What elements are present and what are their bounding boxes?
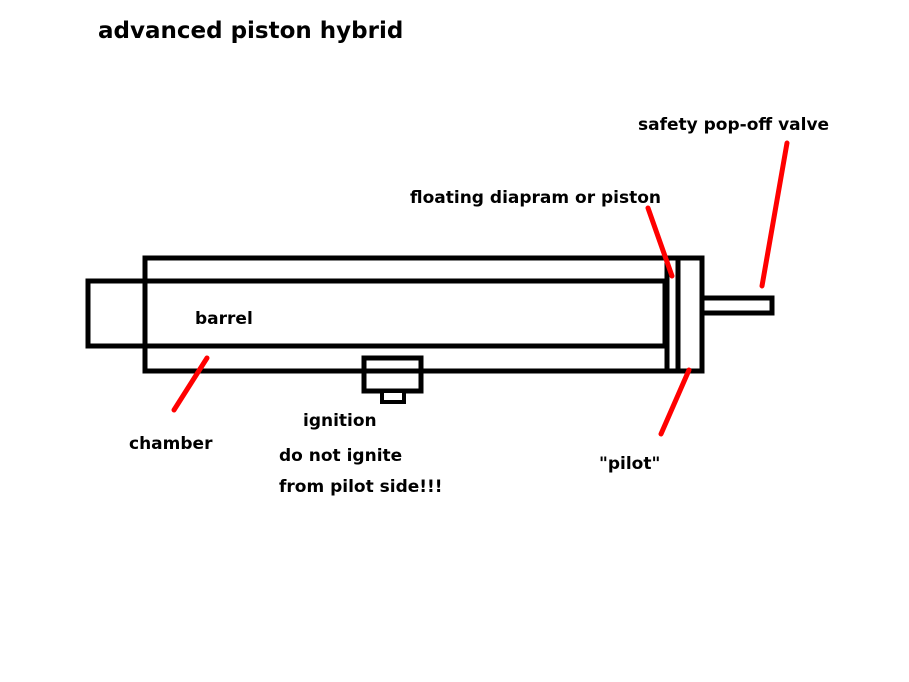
pilot-label: "pilot" xyxy=(599,454,660,474)
ignition-box xyxy=(361,355,424,394)
warning-line-2: from pilot side!!! xyxy=(279,477,443,497)
safety-valve xyxy=(699,295,775,316)
pilot-leader xyxy=(658,367,692,437)
ignition-plug xyxy=(380,389,406,404)
safety-valve-label: safety pop-off valve xyxy=(638,115,829,135)
floating-piston-label: floating diapram or piston xyxy=(410,188,661,208)
diagram-title: advanced piston hybrid xyxy=(98,18,403,44)
warning-line-1: do not ignite xyxy=(279,446,402,466)
safety-valve-leader xyxy=(759,140,790,289)
floating-leader xyxy=(645,205,675,279)
ignition-label: ignition xyxy=(303,411,377,431)
chamber-label: chamber xyxy=(129,434,213,454)
barrel-label: barrel xyxy=(195,309,253,329)
chamber-leader xyxy=(171,355,210,413)
